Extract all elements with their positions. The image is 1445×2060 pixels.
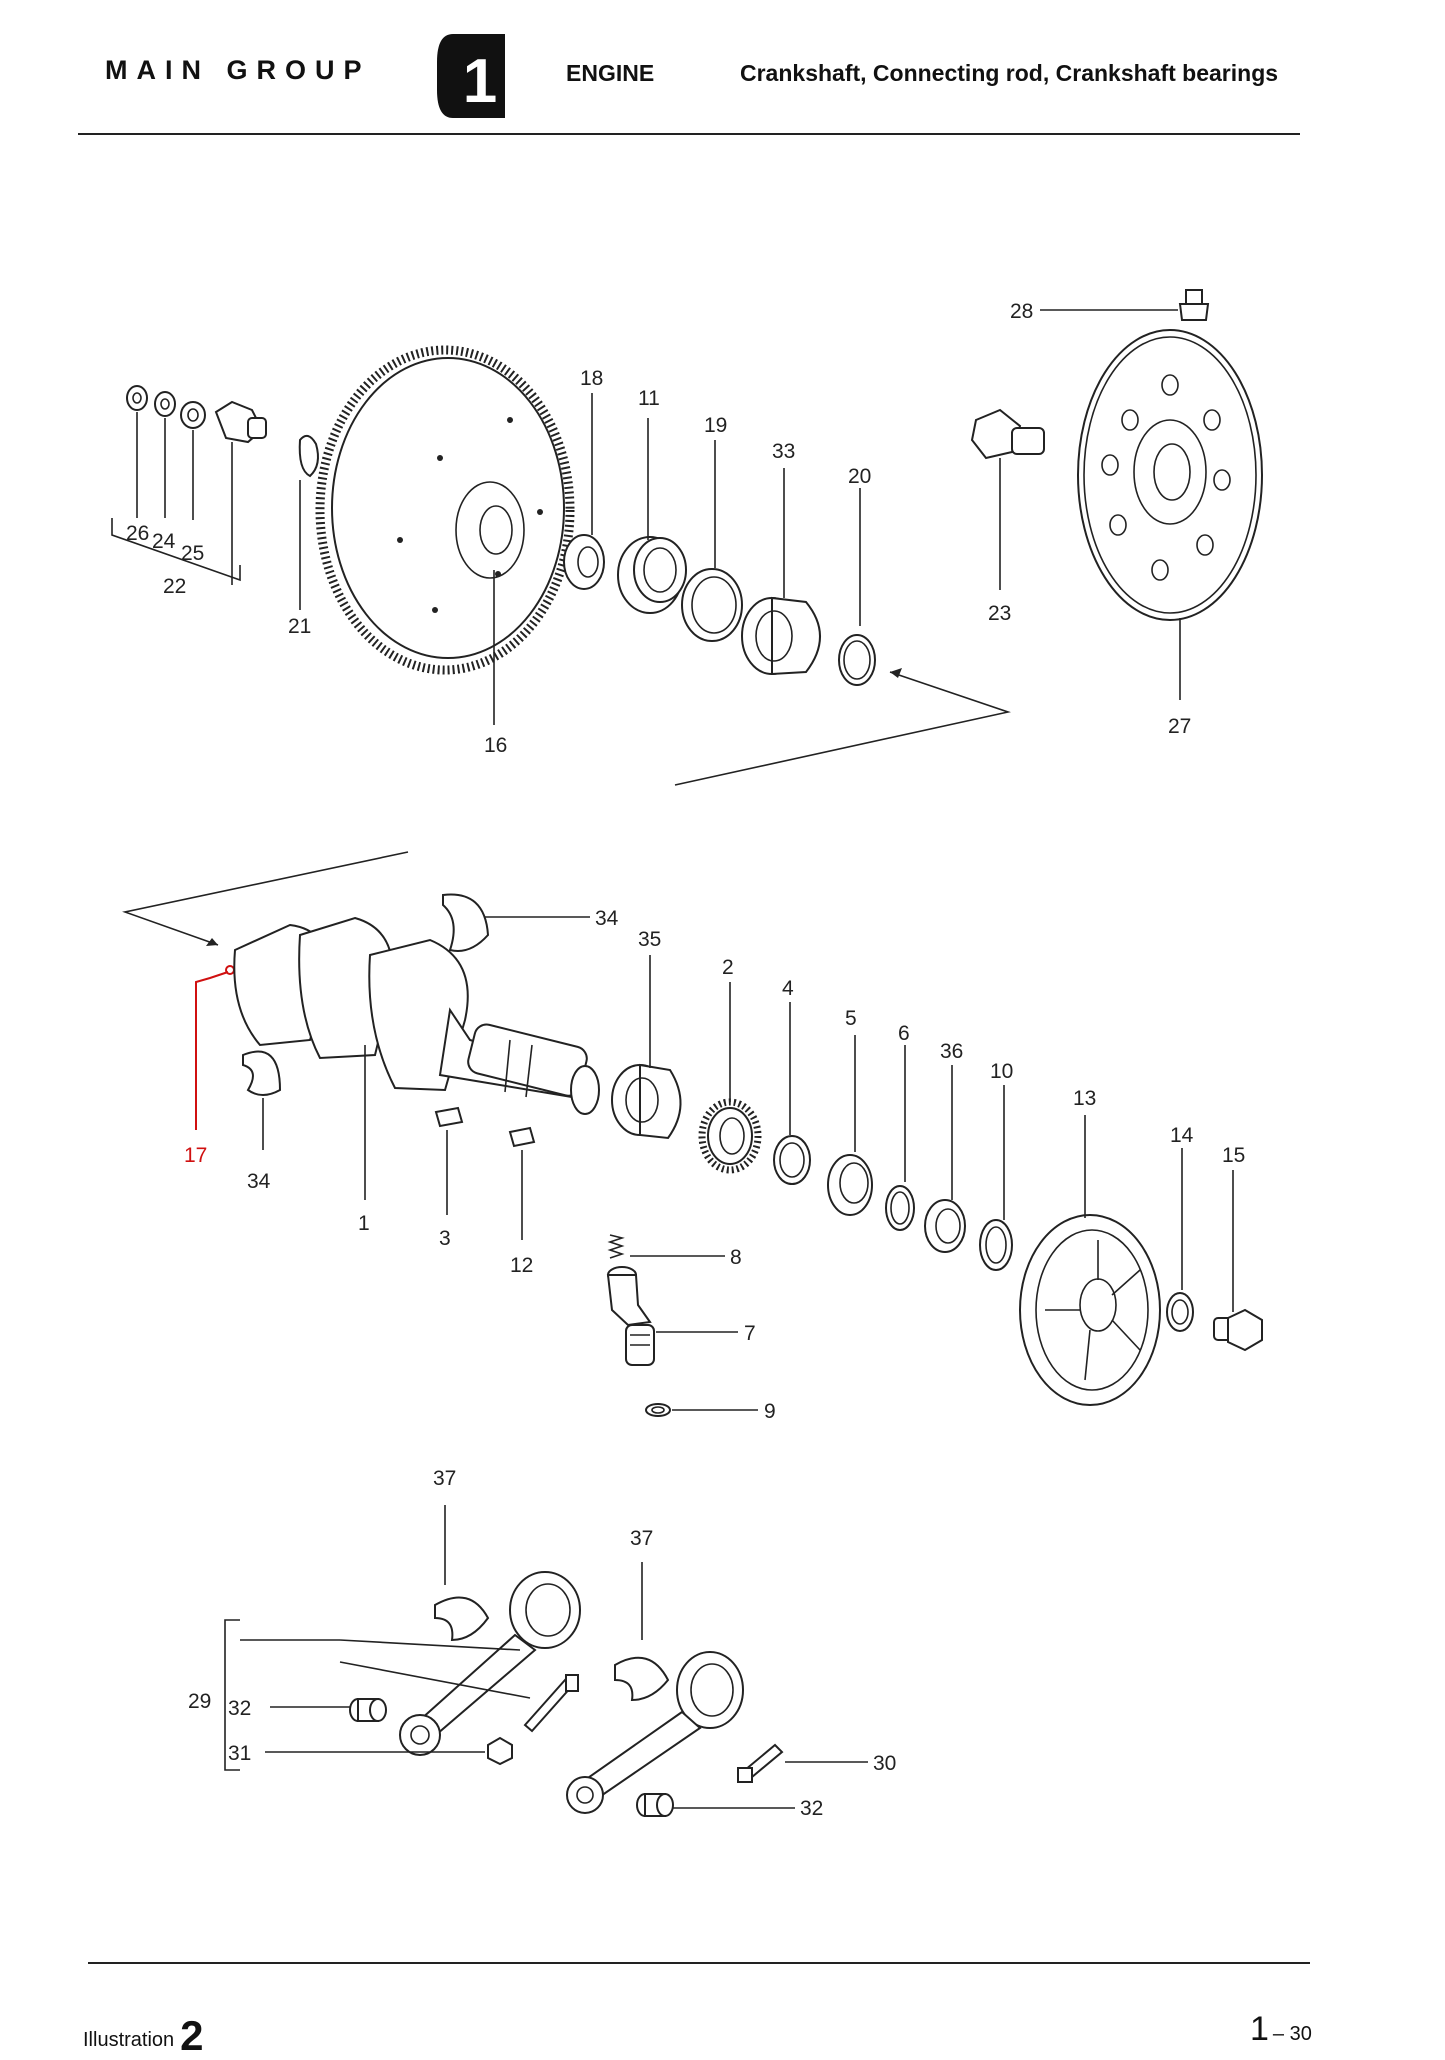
part-9-washer [645, 1403, 671, 1417]
callout-19: 19 [704, 414, 727, 437]
part-23-gland-bolt [970, 408, 1045, 460]
callout-27: 27 [1168, 715, 1191, 738]
illustration-label: Illustration [83, 2029, 175, 2051]
callout-34: 34 [595, 907, 619, 930]
part-35-main-bearing [611, 1063, 682, 1140]
part-22-gland-nut [214, 400, 267, 444]
callout-18: 18 [580, 367, 603, 390]
part-27-drive-plate [1077, 329, 1263, 621]
part-2-distributor-gear [698, 1098, 762, 1174]
part-3-woodruff-key [434, 1106, 464, 1128]
callout-34b: 34 [247, 1170, 271, 1193]
part-8-spring [607, 1234, 625, 1259]
group-number: 1 [463, 47, 497, 116]
callout-22: 22 [163, 575, 186, 598]
part-25-bushing [180, 401, 206, 429]
page-number-suffix: – 30 [1272, 2023, 1312, 2045]
illustration-number: 2 [180, 2012, 204, 2059]
part-24-washer [154, 391, 176, 417]
part-21-gasket [298, 434, 319, 478]
part-18-shim [563, 534, 605, 590]
callout-3: 3 [439, 1227, 451, 1250]
part-29-connecting-rod-b [566, 1651, 744, 1814]
page-number: 1– 30 [1250, 2010, 1312, 2049]
part-10-oil-thrower [979, 1219, 1013, 1271]
callout-25: 25 [181, 542, 204, 565]
part-12-woodruff-key [508, 1126, 536, 1148]
callout-30: 30 [873, 1752, 896, 1775]
callout-14: 14 [1170, 1124, 1194, 1147]
callout-2: 2 [722, 956, 734, 979]
main-group-label: MAIN GROUP [105, 55, 371, 85]
part-30-rod-bolt-b [737, 1743, 784, 1783]
callout-21: 21 [288, 615, 311, 638]
callout-17: 17 [184, 1144, 207, 1167]
part-33-main-bearing [741, 596, 821, 676]
part-37-rod-bearing-shell [434, 1596, 490, 1642]
part-20-oil-seal-ring [838, 634, 876, 686]
part-13-crankshaft-pulley [1019, 1214, 1161, 1406]
callout-15: 15 [1222, 1144, 1245, 1167]
callout-24: 24 [152, 530, 176, 553]
part-32-small-end-bushing [349, 1698, 387, 1722]
callout-23: 23 [988, 602, 1011, 625]
header-rule [78, 133, 1300, 135]
callout-35: 35 [638, 928, 661, 951]
part-4-spacer [773, 1135, 811, 1185]
callout-32: 32 [228, 1697, 251, 1720]
page-number-prefix: 1 [1250, 2010, 1269, 2048]
callout-16: 16 [484, 734, 507, 757]
part-32-small-end-bushing-b [636, 1793, 674, 1817]
callout-28: 28 [1010, 300, 1033, 323]
part-16-flywheel [315, 345, 575, 675]
callout-7: 7 [744, 1322, 756, 1345]
callout-5: 5 [845, 1007, 857, 1030]
callout-13: 13 [1073, 1087, 1096, 1110]
part-37-rod-bearing-shell-b [614, 1656, 670, 1702]
part-5-crankshaft-gear [827, 1154, 873, 1216]
part-30-rod-bolt [523, 1674, 579, 1733]
part-34-bearing-shell-upper [442, 893, 490, 952]
part-19-shim [681, 568, 743, 642]
part-15-pulley-bolt [1213, 1308, 1263, 1352]
callout-12: 12 [510, 1254, 533, 1277]
part-28-grease-nipple [1178, 289, 1210, 321]
section-label: ENGINE [566, 60, 655, 86]
part-31-rod-nut [487, 1736, 513, 1766]
callout-26: 26 [126, 522, 149, 545]
part-7-distributor-drive-shaft [606, 1266, 655, 1366]
callout-31: 31 [228, 1742, 251, 1765]
callout-37: 37 [433, 1467, 456, 1490]
footer-rule [88, 1962, 1310, 1964]
callout-6: 6 [898, 1022, 910, 1045]
callout-9: 9 [764, 1400, 776, 1423]
part-1-crankshaft [233, 916, 600, 1115]
callout-20: 20 [848, 465, 871, 488]
part-11-main-bearing [617, 536, 687, 614]
part-14-washer [1166, 1292, 1194, 1332]
callout-10: 10 [990, 1060, 1013, 1083]
callout-29: 29 [188, 1690, 211, 1713]
callout-33: 33 [772, 440, 795, 463]
callout-37b: 37 [630, 1527, 653, 1550]
part-29-connecting-rod [399, 1571, 581, 1756]
group-number-badge: 1 [437, 34, 505, 118]
callout-8: 8 [730, 1246, 742, 1269]
page-title: Crankshaft, Connecting rod, Crankshaft b… [740, 60, 1279, 86]
part-6-snap-ring [885, 1185, 915, 1231]
callout-4: 4 [782, 977, 794, 1000]
part-36-main-bearing [924, 1199, 966, 1253]
part-34-bearing-shell-lower [242, 1050, 282, 1096]
callout-11: 11 [638, 387, 660, 410]
callout-36: 36 [940, 1040, 963, 1063]
part-26-washer [126, 385, 148, 411]
callout-32b: 32 [800, 1797, 823, 1820]
callout-1: 1 [358, 1212, 370, 1235]
